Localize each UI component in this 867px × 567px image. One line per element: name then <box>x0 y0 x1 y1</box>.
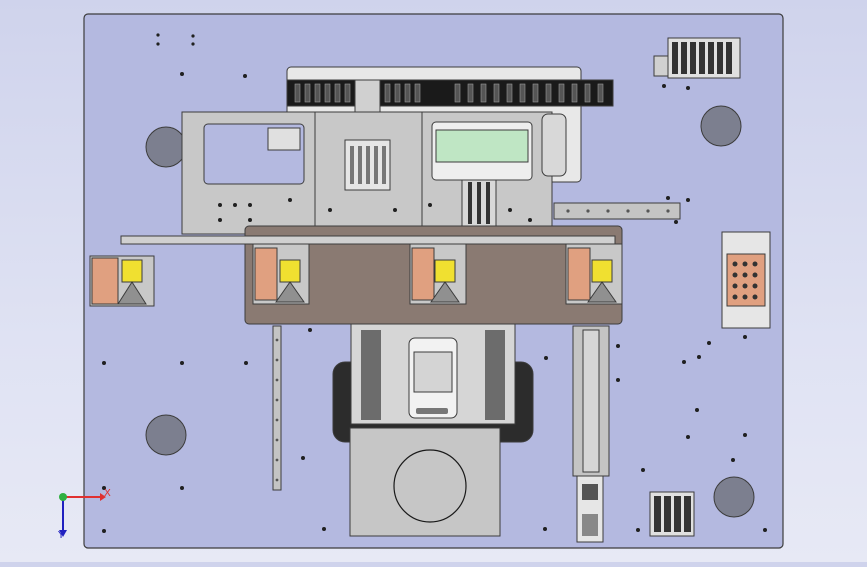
pin-hole-bottom-right <box>713 476 755 518</box>
tray-fixture-right <box>721 231 771 329</box>
valve-manifold-top <box>653 37 741 79</box>
pin-hole-bottom-left <box>145 414 187 456</box>
transfer-bar <box>120 235 616 245</box>
linear-rail-left <box>272 325 282 491</box>
nest-fixture-2 <box>252 243 310 305</box>
screw-holes <box>100 33 767 533</box>
coordinate-triad <box>59 493 106 537</box>
triad-origin <box>59 493 67 501</box>
pin-hole-top-right <box>700 105 742 147</box>
triad-y-label: Y <box>58 530 65 541</box>
gantry-module <box>181 111 567 235</box>
nest-fixture-4 <box>565 243 623 305</box>
nest-fixture-1 <box>89 255 155 307</box>
triad-x-label: X <box>104 488 111 499</box>
nest-fixture-3 <box>409 243 467 305</box>
pin-hole-top-left <box>145 126 187 168</box>
linear-rail-upper <box>553 202 681 220</box>
linear-rail-right <box>572 325 610 543</box>
lift-station <box>332 323 534 443</box>
valve-manifold-bottom <box>649 491 695 537</box>
bottom-plate <box>349 427 501 537</box>
